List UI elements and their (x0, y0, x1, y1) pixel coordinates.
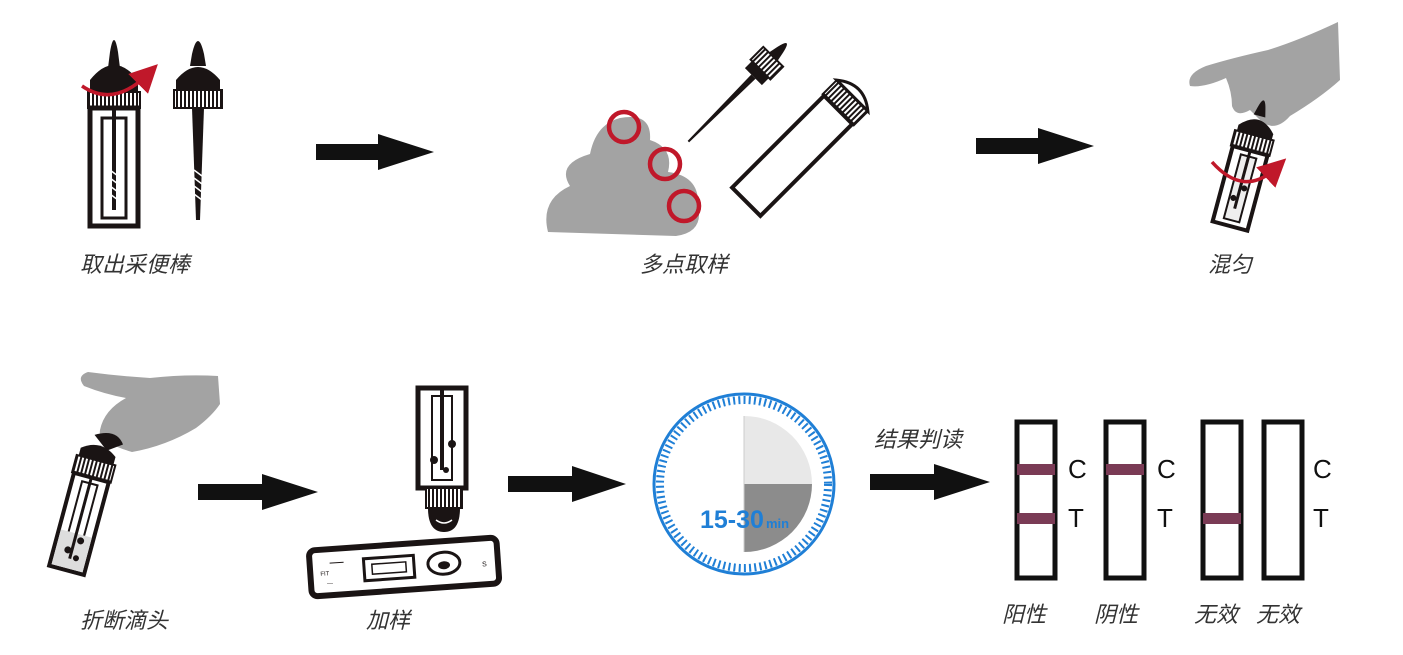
test-line (1017, 513, 1055, 524)
sample-point-icon (666, 188, 702, 224)
timer-icon: 15-30 min (652, 392, 836, 576)
arrow-4 (508, 466, 626, 502)
result-label: 无效 (1256, 603, 1303, 628)
test-line (1203, 513, 1241, 524)
caption-add-sample: 加样 (366, 609, 413, 634)
stool-sample-icon (546, 116, 700, 236)
arrow-2 (976, 128, 1094, 164)
sampling-stick-icon (173, 41, 223, 220)
sample-well-label: S (482, 561, 487, 568)
result-strip-invalid: C T 无效 (1256, 419, 1332, 628)
caption-read-result: 结果判读 (874, 428, 964, 453)
step-add-sample: FIT — S 加样 (306, 385, 503, 634)
caption-take-stick: 取出采便棒 (80, 253, 193, 278)
result-label: 无效 (1194, 603, 1241, 628)
caption-multi-sample: 多点取样 (640, 253, 731, 278)
sample-point-icon (606, 109, 642, 145)
step-take-stick: 取出采便棒 (80, 40, 223, 278)
result-label: 阳性 (1002, 603, 1048, 628)
arrow-3 (198, 474, 318, 510)
sampling-tube-closed-icon (81, 40, 158, 229)
control-line-label: C (1068, 454, 1087, 484)
test-line-label: T (1157, 503, 1173, 533)
result-strips: C T 阳性 C T 阴性 无效 C T 无效 (1002, 419, 1332, 628)
control-line (1017, 464, 1055, 475)
sampling-stick-icon (687, 43, 787, 143)
sampling-tube-icon (729, 78, 870, 219)
arrow-1 (316, 134, 434, 170)
test-line-label: T (1313, 503, 1329, 533)
hand-icon (1189, 22, 1340, 126)
result-strip-invalid: 无效 (1194, 419, 1244, 628)
hand-icon (80, 372, 220, 452)
svg-text:—: — (327, 581, 333, 587)
step-read-result: 结果判读 (870, 428, 990, 500)
result-strip-positive: C T 阳性 (1002, 419, 1087, 628)
control-line (1106, 464, 1144, 475)
caption-break-tip: 折断滴头 (80, 609, 169, 634)
caption-mix: 混匀 (1208, 253, 1254, 278)
result-strip-negative: C T 阴性 (1094, 419, 1176, 628)
step-break-tip: 折断滴头 (46, 372, 220, 634)
step-multi-sample: 多点取样 (546, 43, 870, 278)
control-line-label: C (1157, 454, 1176, 484)
result-label: 阴性 (1094, 603, 1140, 628)
step-mix: 混匀 (1189, 22, 1340, 278)
svg-text:FIT: FIT (320, 571, 330, 578)
control-line-label: C (1313, 454, 1332, 484)
timer-unit: min (766, 516, 789, 531)
timer-range: 15-30 (700, 506, 764, 534)
sampling-tube-inverted-icon (415, 385, 469, 552)
test-cassette-icon: FIT — S (306, 534, 503, 600)
sampling-tube-icon (1210, 100, 1275, 234)
sampling-tube-icon (46, 433, 123, 578)
sample-point-icon (647, 146, 683, 182)
test-line-label: T (1068, 503, 1084, 533)
